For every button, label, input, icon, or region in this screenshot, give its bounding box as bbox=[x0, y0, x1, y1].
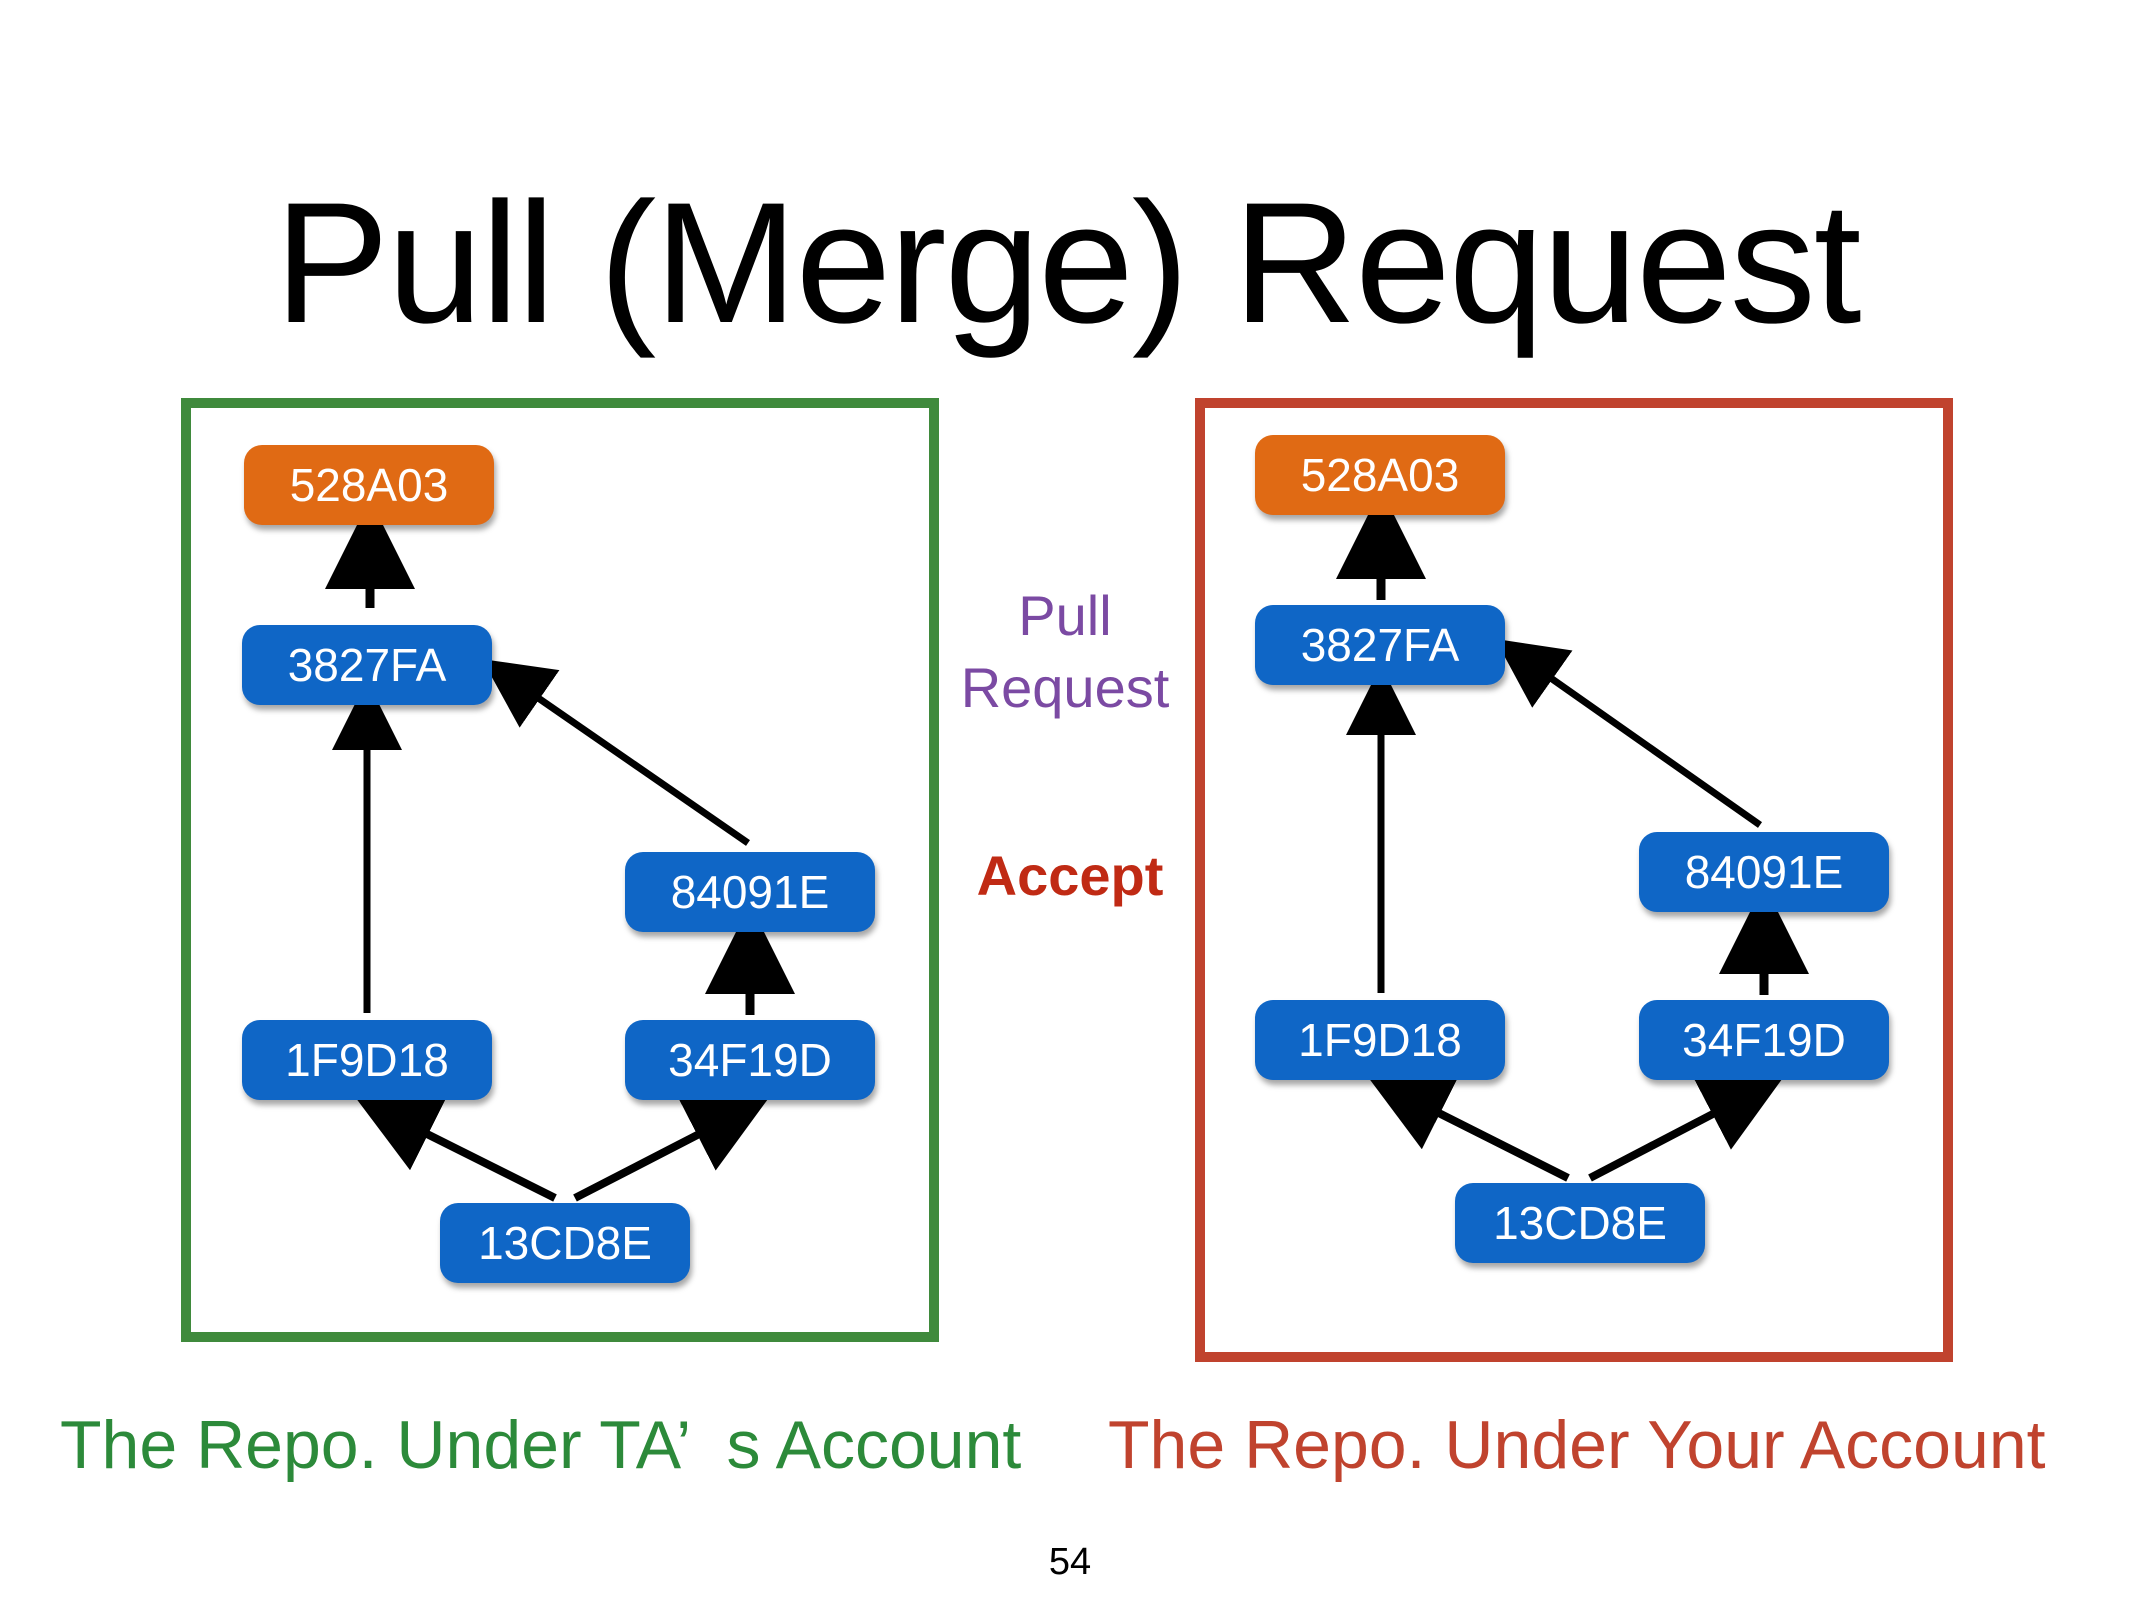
ta-repo-panel bbox=[181, 398, 939, 1342]
your-repo-caption: The Repo. Under Your Account bbox=[1108, 1407, 2046, 1483]
commit-node-84091e: 84091E bbox=[1639, 832, 1889, 912]
commit-node-13cd8e: 13CD8E bbox=[440, 1203, 690, 1283]
accept-label: Accept bbox=[976, 844, 1164, 907]
commit-node-3827fa: 3827FA bbox=[1255, 605, 1505, 685]
pull-request-line2: Request bbox=[960, 656, 1170, 719]
commit-node-84091e: 84091E bbox=[625, 852, 875, 932]
edge-right-13cd8e-to-34f19d bbox=[1588, 1077, 1784, 1182]
pull-request-label: Pull Request bbox=[930, 580, 1200, 724]
ta-repo-caption: The Repo. Under TA’ s Account bbox=[60, 1407, 1022, 1483]
slide-title: Pull (Merge) Request bbox=[274, 167, 1861, 359]
commit-node-3827fa: 3827FA bbox=[242, 625, 492, 705]
your-repo-panel bbox=[1195, 398, 1953, 1362]
commit-node-528a03: 528A03 bbox=[244, 445, 494, 525]
edge-left-13cd8e-to-34f19d bbox=[573, 1098, 769, 1202]
edge-right-84091e-to-3827fa bbox=[1495, 638, 1763, 828]
commit-node-1f9d18: 1F9D18 bbox=[242, 1020, 492, 1100]
commit-node-34f19d: 34F19D bbox=[625, 1020, 875, 1100]
edge-right-13cd8e-to-1f9d18 bbox=[1368, 1077, 1570, 1182]
page-number: 54 bbox=[1048, 1541, 1092, 1583]
commit-node-13cd8e: 13CD8E bbox=[1455, 1183, 1705, 1263]
edge-left-13cd8e-to-1f9d18 bbox=[356, 1098, 557, 1202]
commit-node-34f19d: 34F19D bbox=[1639, 1000, 1889, 1080]
commit-node-528a03: 528A03 bbox=[1255, 435, 1505, 515]
pull-request-line1: Pull bbox=[1018, 584, 1112, 647]
commit-node-1f9d18: 1F9D18 bbox=[1255, 1000, 1505, 1080]
edge-left-84091e-to-3827fa bbox=[481, 659, 750, 846]
